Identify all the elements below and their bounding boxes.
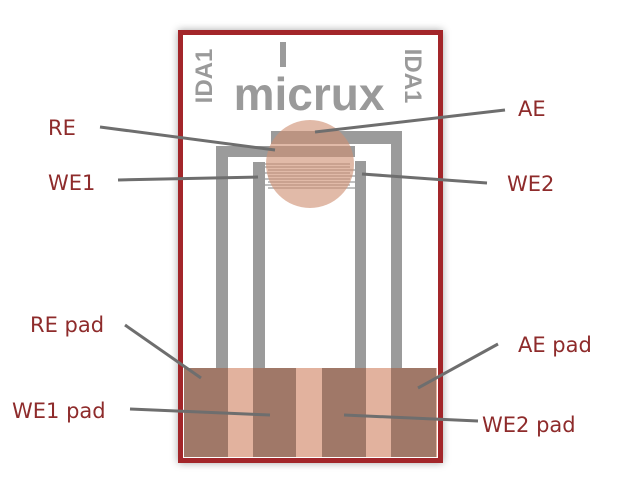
label-ae-pad: AE pad xyxy=(518,333,592,357)
model-label-left: IDA1 xyxy=(191,49,218,104)
leader-ae-pad xyxy=(417,342,499,390)
leader-re-pad xyxy=(124,323,202,380)
label-ae: AE xyxy=(518,97,546,121)
model-label-right: IDA1 xyxy=(399,49,426,104)
label-we2: WE2 xyxy=(507,172,554,196)
we2-trace xyxy=(355,161,366,368)
we1-trace xyxy=(253,162,265,368)
label-we2-pad: WE2 pad xyxy=(482,413,576,437)
leader-we1-pad xyxy=(129,407,271,417)
leader-we2 xyxy=(361,172,488,185)
chip: micrux IDA1 IDA1 xyxy=(178,30,443,463)
leader-we2-pad xyxy=(343,413,479,423)
label-we1-pad: WE1 pad xyxy=(12,399,106,423)
contact-pads xyxy=(184,368,437,457)
leader-re xyxy=(99,125,276,152)
label-we1: WE1 xyxy=(48,171,95,195)
leader-we1 xyxy=(117,175,259,182)
we1-pad xyxy=(253,368,296,457)
label-re: RE xyxy=(48,116,76,140)
ae-trace xyxy=(391,131,402,368)
sample-drop-area xyxy=(266,120,354,208)
label-re-pad: RE pad xyxy=(30,313,104,337)
logo-bar xyxy=(280,42,286,67)
leader-lines xyxy=(99,108,506,423)
re-trace xyxy=(216,146,228,368)
we2-pad xyxy=(322,368,366,457)
brand-logo: micrux xyxy=(234,68,385,120)
leader-ae xyxy=(314,108,506,134)
